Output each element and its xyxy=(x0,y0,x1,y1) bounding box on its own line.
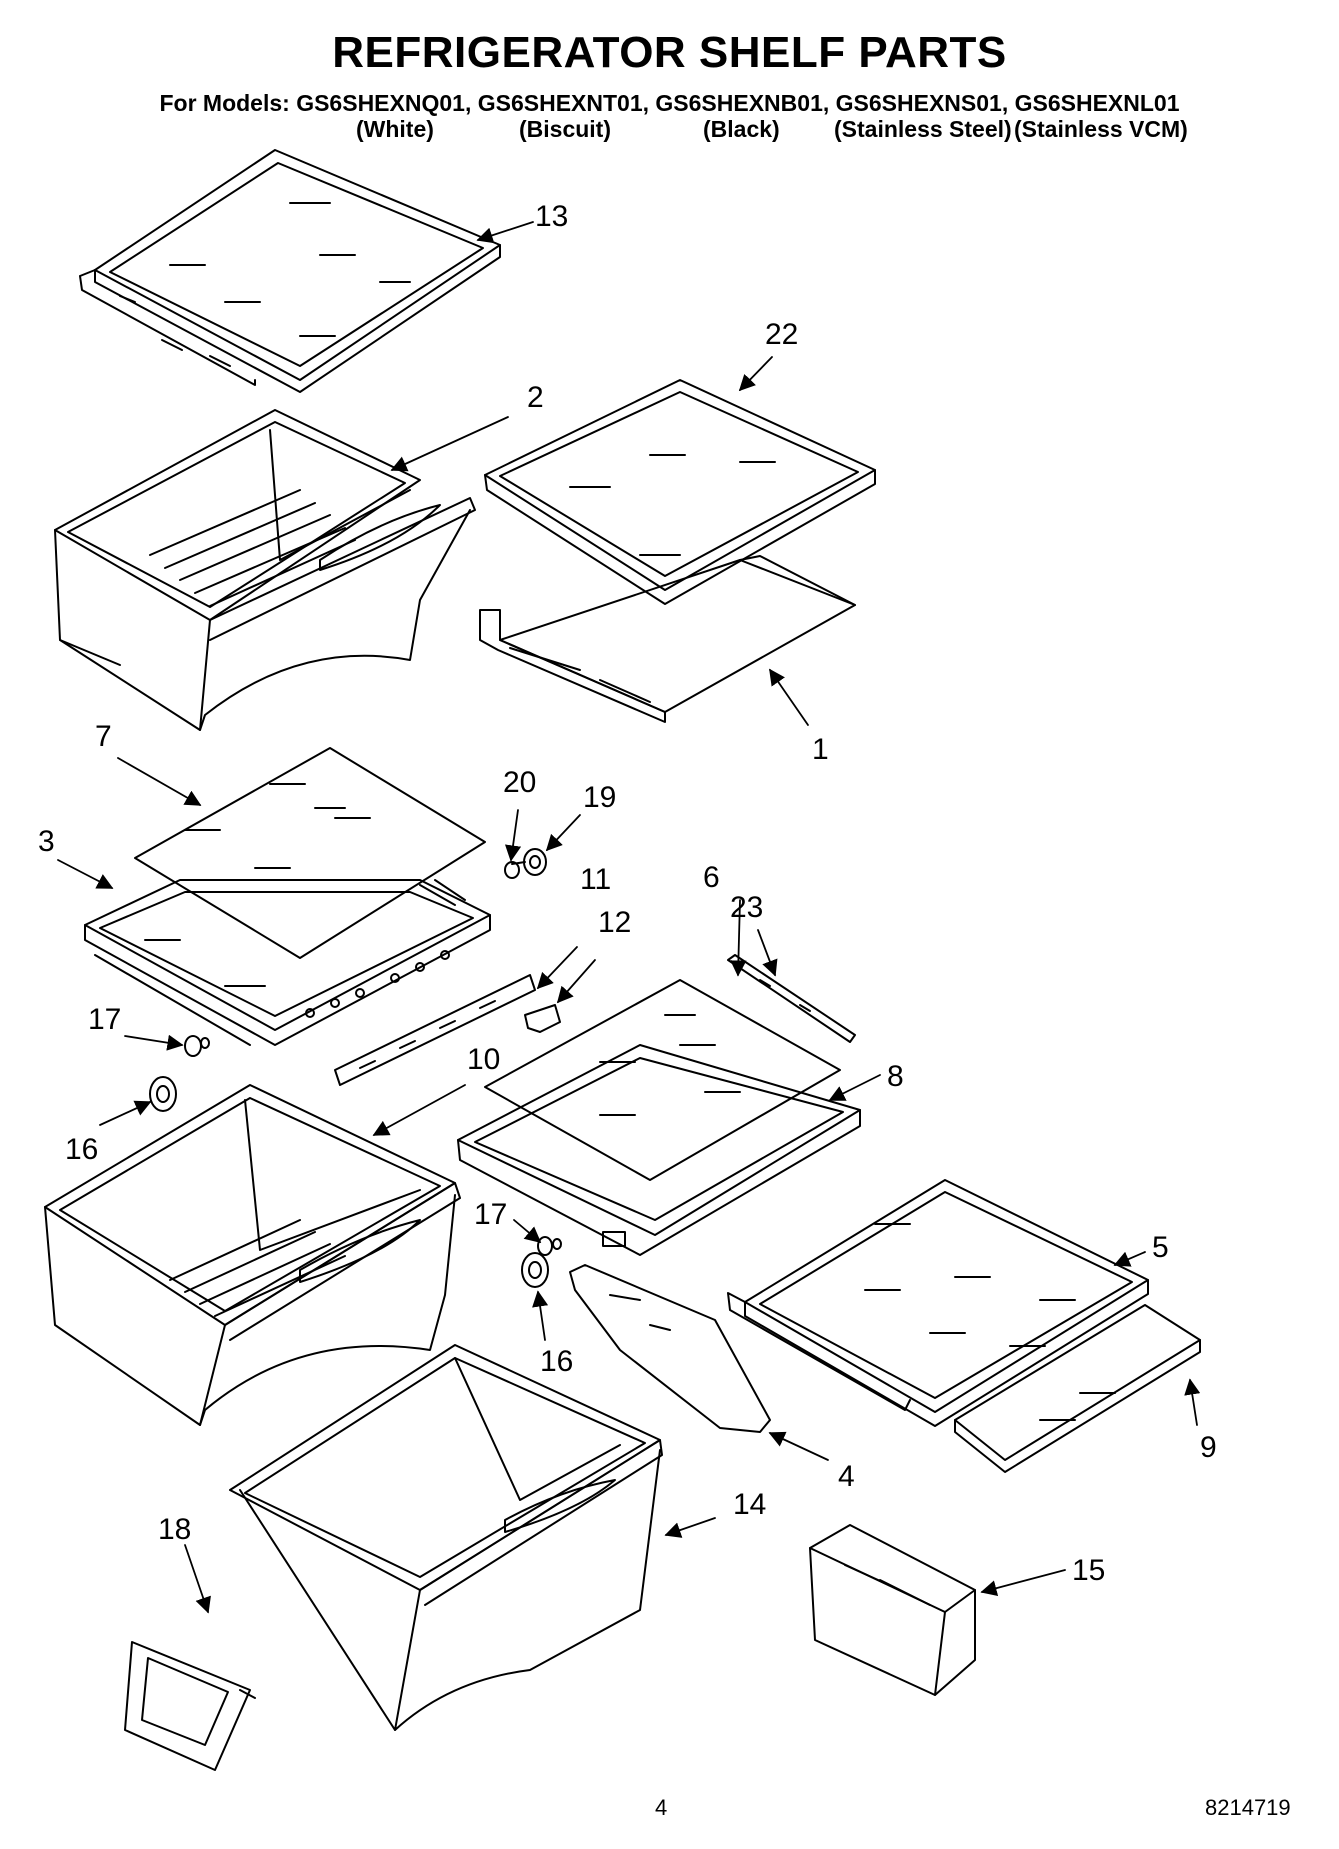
callout-6: 6 xyxy=(703,861,720,894)
callout-8: 8 xyxy=(887,1060,904,1093)
part-19-knob xyxy=(511,848,547,876)
leader-arrows xyxy=(57,221,1201,1614)
variant-white: (White) xyxy=(356,116,434,142)
part-9-tray xyxy=(954,1304,1201,1473)
callout-14: 14 xyxy=(733,1488,767,1521)
callout-16-left: 16 xyxy=(65,1133,99,1166)
part-10-drawer xyxy=(44,1084,461,1426)
part-17-fastener-left xyxy=(184,1035,210,1057)
part-11-rail xyxy=(334,974,536,1086)
part-23-rail xyxy=(727,954,856,1043)
part-13-shelf xyxy=(79,149,501,393)
callout-7: 7 xyxy=(95,720,112,753)
callout-12: 12 xyxy=(598,906,632,939)
page-title: REFRIGERATOR SHELF PARTS xyxy=(332,28,1007,77)
callout-11: 11 xyxy=(580,863,612,896)
callout-4: 4 xyxy=(838,1460,855,1493)
part-18-label-card xyxy=(124,1641,256,1771)
document-number: 8214719 xyxy=(1205,1795,1291,1820)
part-2-drawer xyxy=(54,409,476,731)
callout-17-left: 17 xyxy=(88,1003,122,1036)
callout-3: 3 xyxy=(38,825,55,858)
part-20-pin xyxy=(504,861,520,879)
callout-5: 5 xyxy=(1152,1231,1169,1264)
part-4-bracket xyxy=(569,1264,771,1433)
part-12-clip xyxy=(524,1004,561,1033)
part-8-shelf xyxy=(457,1044,861,1256)
part-22-shelf xyxy=(484,379,876,605)
page-number: 4 xyxy=(655,1795,668,1820)
part-16-knob-left xyxy=(149,1076,177,1112)
callout-16-right: 16 xyxy=(540,1345,574,1378)
callout-17-right: 17 xyxy=(474,1198,508,1231)
part-15-bin xyxy=(809,1524,976,1696)
callout-1: 1 xyxy=(812,733,829,766)
callout-22: 22 xyxy=(765,318,799,351)
variant-stainless-steel: (Stainless Steel) xyxy=(834,116,1012,142)
part-5-shelf xyxy=(727,1179,1149,1427)
callout-15: 15 xyxy=(1072,1554,1106,1587)
callout-2: 2 xyxy=(527,381,544,414)
callout-10: 10 xyxy=(467,1043,501,1076)
part-7-glass xyxy=(134,747,486,959)
variant-black: (Black) xyxy=(703,116,780,142)
part-17-fastener-right xyxy=(537,1236,562,1256)
callout-19: 19 xyxy=(583,781,617,814)
part-1-shelf-frame xyxy=(479,555,856,723)
callout-23: 23 xyxy=(730,891,764,924)
models-line: For Models: GS6SHEXNQ01, GS6SHEXNT01, GS… xyxy=(159,90,1180,116)
variant-stainless-vcm: (Stainless VCM) xyxy=(1014,116,1188,142)
part-14-drawer xyxy=(229,1344,663,1731)
callout-13: 13 xyxy=(535,200,569,233)
callout-18: 18 xyxy=(158,1513,192,1546)
callout-9: 9 xyxy=(1200,1431,1217,1464)
callout-20: 20 xyxy=(503,766,537,799)
variant-biscuit: (Biscuit) xyxy=(519,116,611,142)
part-3-shelf xyxy=(84,879,491,1046)
part-16-knob-right xyxy=(521,1252,549,1288)
